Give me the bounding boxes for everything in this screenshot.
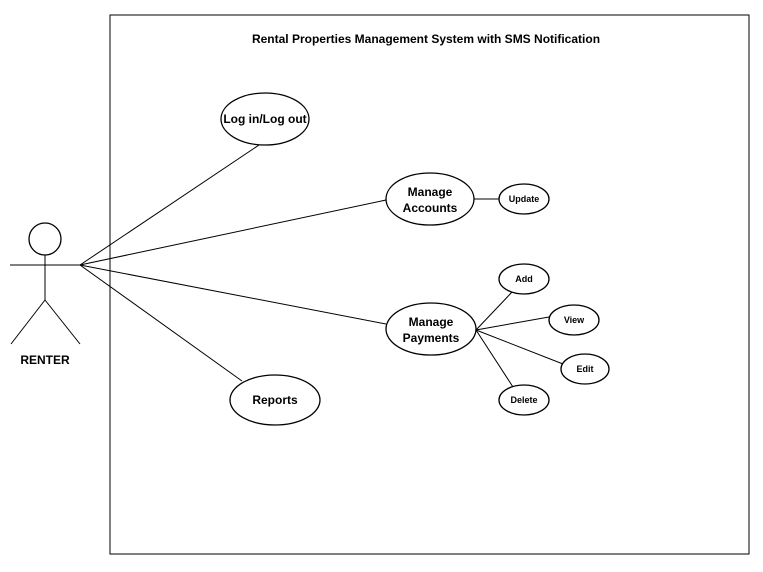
usecase-reports-label: Reports bbox=[252, 393, 298, 407]
usecase-delete-label: Delete bbox=[510, 395, 537, 405]
actor-renter[interactable]: RENTER bbox=[10, 222, 81, 367]
usecase-reports[interactable]: Reports bbox=[229, 374, 321, 426]
usecase-add[interactable]: Add bbox=[498, 263, 550, 295]
usecase-login-label: Log in/Log out bbox=[223, 112, 306, 126]
usecase-update[interactable]: Update bbox=[498, 183, 550, 215]
association-payments-add bbox=[475, 290, 514, 331]
usecase-manage-payments[interactable]: Manage Payments bbox=[385, 302, 477, 356]
association-payments-edit bbox=[475, 329, 564, 365]
usecase-delete[interactable]: Delete bbox=[498, 384, 550, 416]
usecase-manage-payments-label-line2: Payments bbox=[403, 331, 460, 345]
usecase-edit[interactable]: Edit bbox=[560, 353, 610, 385]
usecase-manage-accounts[interactable]: Manage Accounts bbox=[385, 172, 475, 226]
usecase-manage-payments-label-line1: Manage bbox=[409, 315, 454, 329]
system-boundary bbox=[109, 14, 750, 555]
usecase-update-label: Update bbox=[509, 194, 540, 204]
system-title: Rental Properties Management System with… bbox=[252, 32, 600, 46]
actor-head bbox=[28, 222, 62, 256]
actor-label: RENTER bbox=[20, 353, 70, 367]
usecase-edit-label: Edit bbox=[577, 364, 594, 374]
association-renter-manage-payments bbox=[79, 264, 387, 325]
association-payments-view bbox=[475, 316, 550, 331]
association-payments-delete bbox=[475, 329, 514, 388]
usecase-login[interactable]: Log in/Log out bbox=[220, 92, 310, 146]
association-renter-reports bbox=[79, 264, 243, 382]
usecase-view-label: View bbox=[564, 315, 585, 325]
actor-left-leg bbox=[10, 299, 46, 345]
usecase-manage-accounts-label-line1: Manage bbox=[408, 185, 453, 199]
usecase-manage-accounts-label-line2: Accounts bbox=[403, 201, 458, 215]
usecase-view[interactable]: View bbox=[548, 304, 600, 336]
actor-right-leg bbox=[44, 299, 81, 345]
association-renter-manage-accounts bbox=[79, 199, 387, 266]
usecase-add-label: Add bbox=[515, 274, 533, 284]
association-renter-login bbox=[79, 142, 263, 266]
